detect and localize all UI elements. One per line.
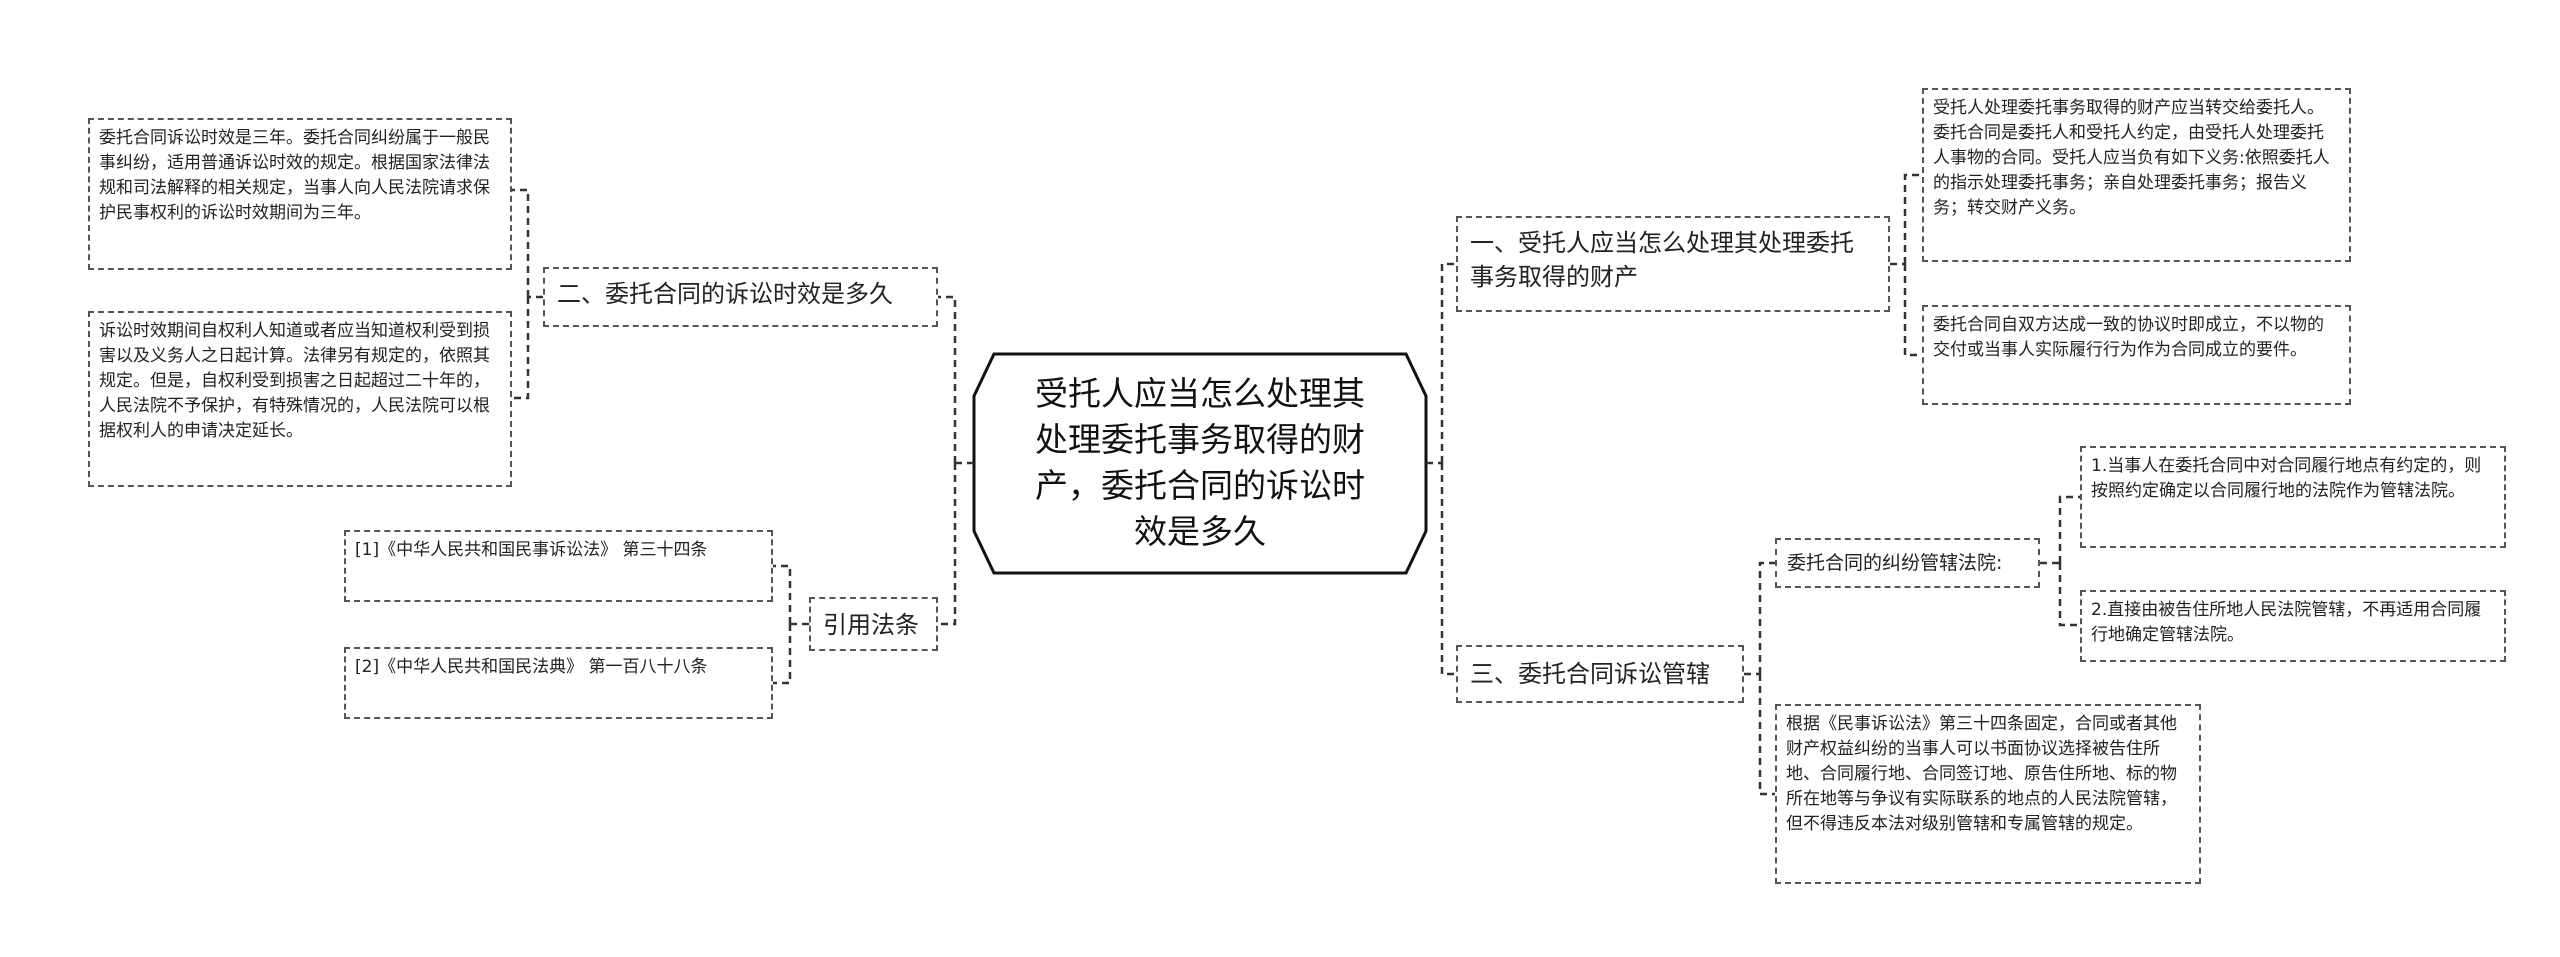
trustee-leaf-formation[interactable]: 委托合同自双方达成一致的协议时即成立，不以物的交付或当事人实际履行行为作为合同成…	[1922, 305, 2351, 405]
connector-citations-leaf-2	[773, 624, 792, 685]
citation-civil-code[interactable]: [2]《中华人民共和国民法典》 第一百八十八条	[344, 647, 773, 719]
branch-limitation-period[interactable]: 二、委托合同的诉讼时效是多久	[543, 267, 938, 327]
connector-jurisdiction-to-sub	[1758, 561, 1775, 674]
limitation-leaf-three-years[interactable]: 委托合同诉讼时效是三年。委托合同纠纷属于一般民事纠纷，适用普通诉讼时效的规定。根…	[88, 118, 512, 270]
connector-root-to-jurisdiction	[1440, 463, 1456, 676]
connector-root-to-trustee	[1440, 262, 1456, 463]
trustee-leaf-duties[interactable]: 受托人处理委托事务取得的财产应当转交给委托人。委托合同是委托人和受托人约定，由受…	[1922, 88, 2351, 262]
branch-jurisdiction[interactable]: 三、委托合同诉讼管辖	[1456, 645, 1744, 703]
branch-trustee-property[interactable]: 一、受托人应当怎么处理其处理委托事务取得的财产	[1456, 216, 1890, 312]
limitation-leaf-start-date[interactable]: 诉讼时效期间自权利人知道或者应当知道权利受到损害以及义务人之日起计算。法律另有规…	[88, 311, 512, 487]
connector-sub-leaf-1	[2058, 495, 2080, 563]
connector-jurisdiction-to-leaf	[1758, 674, 1775, 796]
root-topic[interactable]: 受托人应当怎么处理其处理委托事务取得的财产，委托合同的诉讼时效是多久	[1035, 374, 1365, 551]
jurisdiction-sub-leaf-agreed-place[interactable]: 1.当事人在委托合同中对合同履行地点有约定的，则按照约定确定以合同履行地的法院作…	[2080, 446, 2506, 548]
connector-root-to-limitation	[938, 295, 957, 463]
connector-limitation-leaf-1	[512, 188, 530, 297]
jurisdiction-sub-leaf-defendant-domicile[interactable]: 2.直接由被告住所地人民法院管辖，不再适用合同履行地确定管辖法院。	[2080, 590, 2506, 662]
connector-root-to-citations	[938, 463, 957, 626]
citation-civil-procedure-law[interactable]: [1]《中华人民共和国民事诉讼法》 第三十四条	[344, 530, 773, 602]
connector-sub-leaf-2	[2058, 563, 2080, 627]
branch-citations[interactable]: 引用法条	[809, 597, 938, 651]
root-node-shape	[972, 352, 1428, 575]
connector-citations-leaf-1	[773, 564, 792, 624]
connector-trustee-leaf-1	[1903, 173, 1922, 264]
connector-trustee-leaf-2	[1903, 264, 1922, 357]
jurisdiction-leaf-agreement-rule[interactable]: 根据《民事诉讼法》第三十四条固定，合同或者其他财产权益纠纷的当事人可以书面协议选…	[1775, 704, 2201, 884]
connector-limitation-leaf-2	[512, 297, 530, 400]
jurisdiction-court-sub[interactable]: 委托合同的纠纷管辖法院:	[1775, 538, 2040, 588]
